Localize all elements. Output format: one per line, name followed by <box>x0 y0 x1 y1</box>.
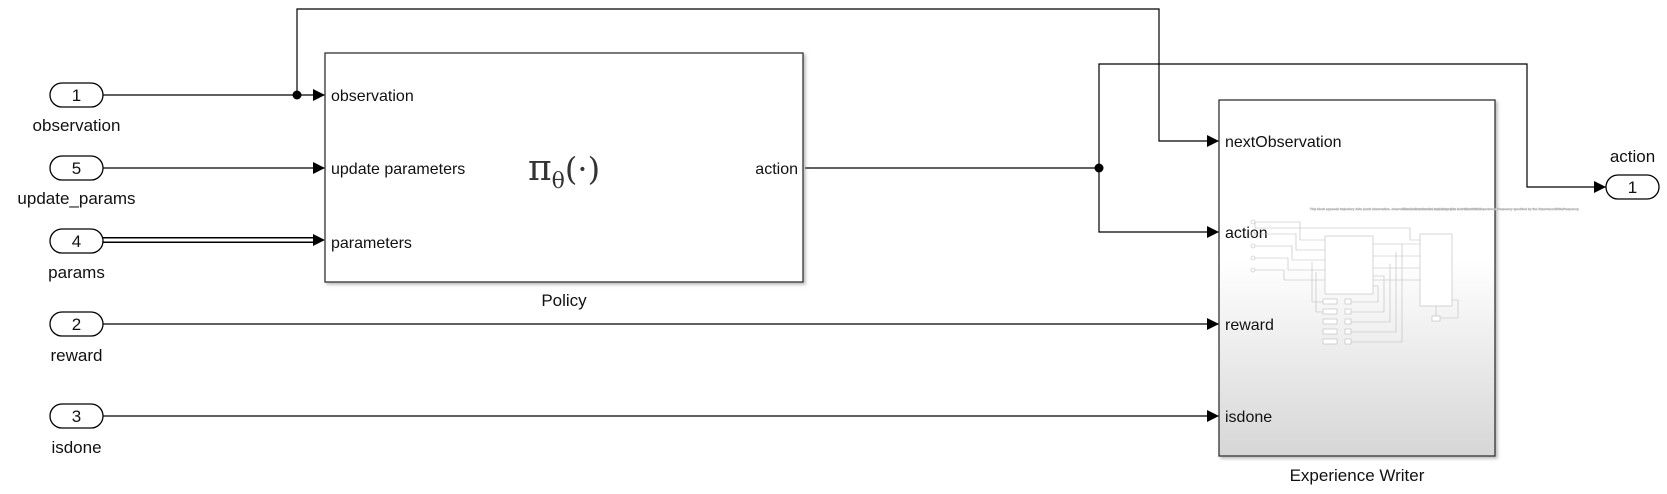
inport-number: 4 <box>72 232 81 251</box>
policy-input-update-parameters: update parameters <box>331 161 465 178</box>
outport-action[interactable]: 1 action <box>1605 147 1660 200</box>
policy-output-action: action <box>755 161 798 178</box>
writer-caption: Experience Writer <box>1290 466 1425 485</box>
inport-number: 3 <box>72 407 81 426</box>
inport-reward[interactable]: 2 reward <box>49 311 104 365</box>
signal-lines <box>103 8 1606 422</box>
policy-caption: Policy <box>541 291 587 310</box>
line-observation-to-nextobservation[interactable] <box>296 8 1219 147</box>
preview-note-right: This block writes the trajectory data to… <box>1401 207 1579 211</box>
experience-writer-block[interactable]: nextObservation action reward isdone Exp… <box>1218 99 1579 485</box>
writer-input-reward: reward <box>1225 317 1274 334</box>
policy-symbol: πθ(·) <box>528 148 600 194</box>
inport-update-params[interactable]: 5 update_params <box>17 155 136 208</box>
inport-label: observation <box>33 116 121 135</box>
outport-label: action <box>1610 147 1655 166</box>
line-params-bus[interactable] <box>103 234 325 246</box>
writer-subsystem-preview: This block appends trajectory data (next… <box>1250 207 1579 345</box>
writer-input-isdone: isdone <box>1225 409 1272 426</box>
outport-number: 1 <box>1628 178 1637 197</box>
inport-label: params <box>48 263 105 282</box>
writer-input-action: action <box>1225 225 1268 242</box>
branch-point-observation <box>292 90 302 100</box>
policy-input-observation: observation <box>331 88 414 105</box>
inport-label: isdone <box>51 438 101 457</box>
branch-point-action <box>1094 163 1104 173</box>
inport-observation[interactable]: 1 observation <box>33 82 121 135</box>
inport-label: reward <box>51 346 103 365</box>
inport-params[interactable]: 4 params <box>48 228 105 282</box>
inport-isdone[interactable]: 3 isdone <box>49 403 104 457</box>
inport-label: update_params <box>17 189 135 208</box>
line-action-to-outport[interactable] <box>1098 63 1606 193</box>
policy-input-parameters: parameters <box>331 235 412 252</box>
inport-number: 2 <box>72 315 81 334</box>
line-action-to-writer[interactable] <box>1098 168 1219 238</box>
policy-block[interactable]: observation update parameters parameters… <box>324 52 804 310</box>
inport-number: 1 <box>72 86 81 105</box>
inport-number: 5 <box>72 159 81 178</box>
writer-input-next-observation: nextObservation <box>1225 134 1342 151</box>
preview-note-left: This block appends trajectory data (next… <box>1309 207 1482 211</box>
